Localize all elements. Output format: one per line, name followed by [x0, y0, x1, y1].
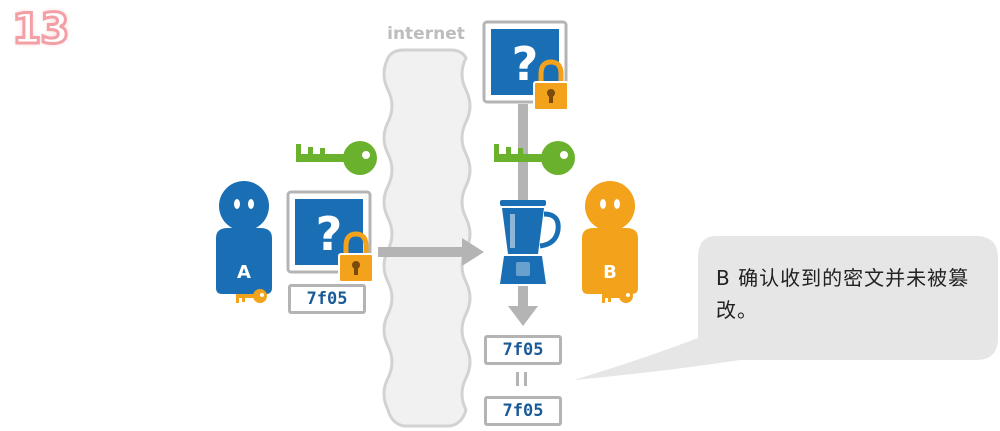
- hash-arrow: [508, 286, 538, 326]
- step-number: 13: [10, 3, 70, 55]
- sent-hash-value: 7f05: [288, 284, 366, 314]
- computed-hash-value: 7f05: [484, 335, 562, 365]
- callout-bubble: [574, 236, 998, 380]
- internet-label: internet: [387, 24, 465, 44]
- question-mark-icon: ?: [316, 207, 343, 261]
- blender-icon: [500, 200, 561, 284]
- shared-key-icon: [494, 141, 575, 175]
- receiver-label: B: [603, 262, 617, 283]
- callout-text: B 确认收到的密文并未被篡改。: [716, 266, 970, 322]
- expected-hash-value: 7f05: [484, 396, 562, 426]
- internet-cloud: [382, 48, 472, 428]
- shared-key-icon: [296, 141, 377, 175]
- send-arrow: [378, 238, 484, 266]
- equals-sign: [514, 372, 530, 386]
- sender-label: A: [237, 262, 251, 283]
- sender-message-monitor: ?: [286, 190, 372, 274]
